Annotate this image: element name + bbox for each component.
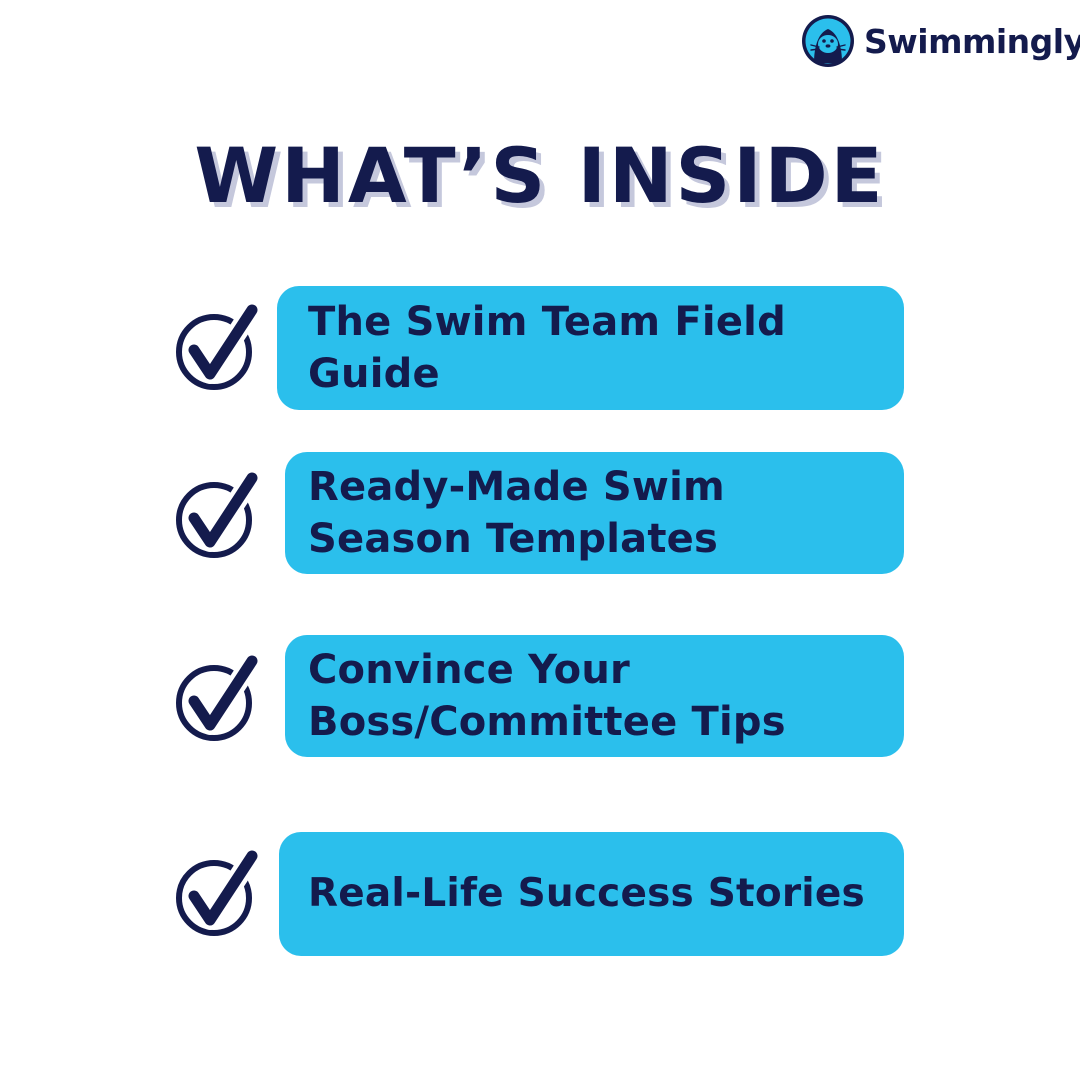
check-circle-icon [176, 472, 262, 558]
check-circle-icon [176, 304, 262, 390]
seal-icon [802, 15, 854, 67]
check-circle-icon [176, 655, 262, 741]
page-title: WHAT’S INSIDE [194, 131, 886, 220]
item-pill: Convince Your Boss/Committee Tips [285, 635, 904, 757]
item-pill: Real-Life Success Stories [279, 832, 904, 956]
item-pill: Ready-Made Swim Season Templates [285, 452, 904, 574]
item-label: Real-Life Success Stories [308, 871, 865, 916]
item-label: Ready-Made Swim Season Templates [308, 464, 725, 562]
check-circle-icon [176, 850, 262, 936]
item-pill: The Swim Team Field Guide [277, 286, 904, 410]
item-label: The Swim Team Field Guide [308, 299, 786, 397]
brand-name: Swimmingly [864, 21, 1080, 61]
brand-logo: Swimmingly [800, 12, 1080, 70]
item-label: Convince Your Boss/Committee Tips [308, 647, 786, 745]
